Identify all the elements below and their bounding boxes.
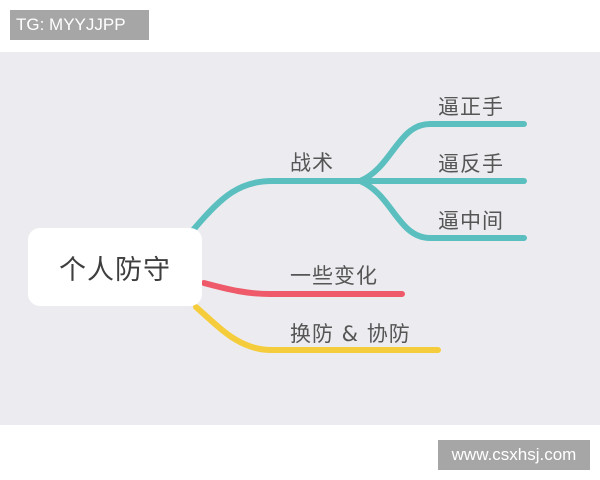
header-tag: TG: MYYJJPP xyxy=(10,10,149,40)
leaf-label-force-forehand[interactable]: 逼正手 xyxy=(438,95,504,119)
watermark: www.csxhsj.com xyxy=(438,440,590,470)
link-force-forehand xyxy=(357,121,527,184)
link-variations xyxy=(201,280,405,297)
branch-label-switch-help[interactable]: 换防 & 协防 xyxy=(290,322,411,346)
root-label: 个人防守 xyxy=(59,254,171,286)
branch-label-tactics[interactable]: 战术 xyxy=(290,151,334,175)
leaf-label-force-backhand[interactable]: 逼反手 xyxy=(438,152,504,176)
root-node[interactable]: 个人防守 xyxy=(28,228,202,306)
link-force-middle xyxy=(357,178,527,241)
link-tactics xyxy=(191,178,365,232)
leaf-label-force-middle[interactable]: 逼中间 xyxy=(438,209,504,233)
link-switch-help xyxy=(193,304,441,353)
branch-label-variations[interactable]: 一些变化 xyxy=(290,264,378,288)
